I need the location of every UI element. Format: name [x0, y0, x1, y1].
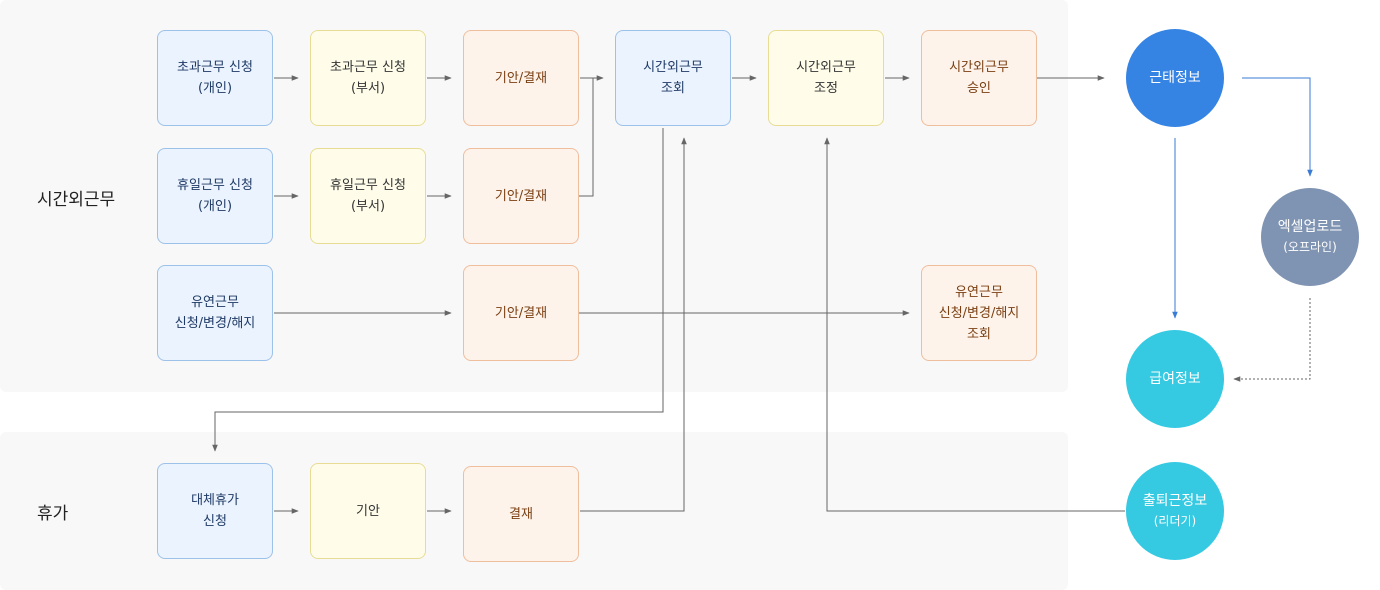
box-line: 대체휴가 — [191, 493, 239, 508]
circle-subtitle: (리더기) — [1153, 514, 1197, 528]
box-line: 신청 — [203, 514, 227, 529]
box-line: 유연근무 — [955, 284, 1003, 300]
box-line: 기안/결재 — [494, 188, 548, 204]
circle-title: 근태정보 — [1149, 70, 1201, 86]
vacation-section-label: 휴가 — [37, 504, 69, 524]
draft-approval-box-1: 기안/결재 — [463, 30, 579, 126]
overtime-adjust-box: 시간외근무 조정 — [768, 30, 884, 126]
circle-title: 급여정보 — [1149, 371, 1201, 387]
box-line: 유연근무 — [191, 295, 239, 310]
box-line: 시간외근무 — [643, 60, 703, 75]
overtime-section-label: 시간외근무 — [37, 190, 116, 210]
box-line: 기안 — [356, 503, 380, 519]
arrow-attendance-to-excel — [1242, 77, 1313, 177]
commute-info-circle: 출퇴근정보 (리더기) — [1126, 462, 1224, 560]
box-line: 기안/결재 — [494, 70, 548, 86]
excel-upload-circle: 엑셀업로드 (오프라인) — [1261, 188, 1359, 286]
box-line: 휴일근무 신청 — [330, 178, 406, 193]
circle-title: 엑셀업로드 — [1277, 219, 1343, 235]
box-line: (부서) — [350, 81, 386, 96]
arrow-view-to-sub-vacation — [212, 128, 664, 452]
box-line: 조회 — [967, 326, 991, 342]
box-line: (개인) — [197, 81, 233, 96]
box-line: 초과근무 신청 — [330, 60, 406, 75]
arrow-approval-to-view — [580, 137, 687, 512]
arrow-excel-to-payroll — [1233, 298, 1311, 382]
box-line: 시간외근무 — [796, 60, 856, 75]
arrow-draft2-to-view — [576, 78, 594, 197]
draft-approval-box-3: 기안/결재 — [463, 265, 579, 361]
draft-box: 기안 — [310, 463, 426, 559]
box-line: 기안/결재 — [494, 305, 548, 321]
box-line: (개인) — [197, 199, 233, 214]
ot-request-dept-box: 초과근무 신청 (부서) — [310, 30, 426, 126]
box-line: 신청/변경/해지 — [174, 316, 256, 331]
payroll-info-circle: 급여정보 — [1126, 330, 1224, 428]
circle-title: 출퇴근정보 — [1142, 493, 1208, 509]
box-line: 결재 — [509, 506, 533, 522]
substitute-vacation-request-box: 대체휴가 신청 — [157, 463, 273, 559]
approval-box: 결재 — [463, 466, 579, 562]
box-line: 조정 — [814, 81, 838, 96]
flex-work-request-box: 유연근무 신청/변경/해지 — [157, 265, 273, 361]
arrow-commute-to-adjust — [824, 137, 1125, 512]
ot-request-personal-box: 초과근무 신청 (개인) — [157, 30, 273, 126]
box-line: 휴일근무 신청 — [177, 178, 253, 193]
box-line: 조회 — [661, 81, 685, 96]
draft-approval-box-2: 기안/결재 — [463, 148, 579, 244]
box-line: 승인 — [967, 81, 991, 96]
box-line: 시간외근무 — [949, 60, 1009, 75]
overtime-approve-box: 시간외근무 승인 — [921, 30, 1037, 126]
attendance-info-circle: 근태정보 — [1126, 29, 1224, 127]
flex-work-view-box: 유연근무 신청/변경/해지 조회 — [921, 265, 1037, 361]
overtime-view-box: 시간외근무 조회 — [615, 30, 731, 126]
box-line: (부서) — [350, 199, 386, 214]
holiday-request-personal-box: 휴일근무 신청 (개인) — [157, 148, 273, 244]
holiday-request-dept-box: 휴일근무 신청 (부서) — [310, 148, 426, 244]
circle-subtitle: (오프라인) — [1283, 240, 1337, 254]
box-line: 초과근무 신청 — [177, 60, 253, 75]
box-line: 신청/변경/해지 — [938, 305, 1020, 321]
